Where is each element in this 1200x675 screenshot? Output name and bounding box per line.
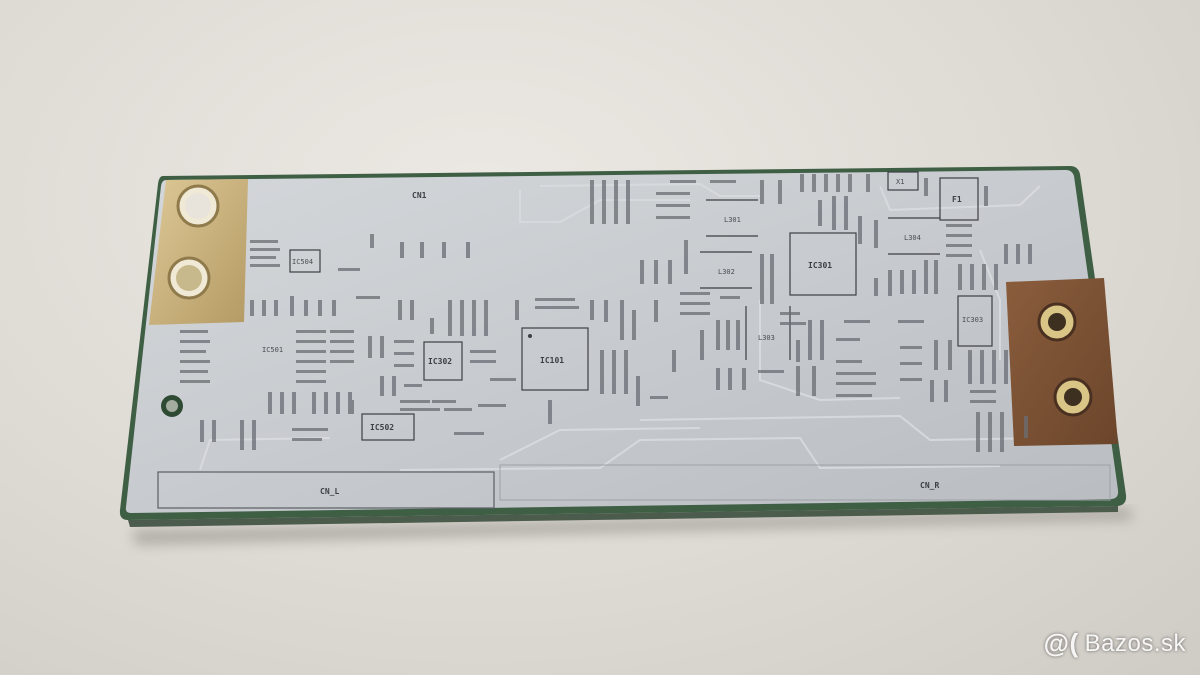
- label-l304: L304: [904, 234, 921, 242]
- board-surface: [125, 170, 1119, 513]
- l301-outline: [706, 199, 758, 237]
- ic504-outline: [289, 249, 321, 273]
- label-cn1: CN1: [412, 191, 427, 200]
- mount-hole-top-inner: [185, 193, 211, 219]
- label-x1: X1: [896, 178, 904, 186]
- label-l302: L302: [718, 268, 735, 276]
- label-ic302: IC302: [428, 357, 452, 366]
- connector-left-outline: [157, 471, 495, 509]
- l302-outline: [700, 251, 752, 289]
- via-hole-left-inner: [166, 400, 178, 412]
- connector-right-outline: [499, 464, 1111, 501]
- bazos-logo-icon: @(: [1043, 628, 1079, 658]
- ic303-outline: [957, 295, 993, 347]
- bazos-watermark: @( Bazos.sk: [1044, 628, 1186, 659]
- label-ic501: IC501: [262, 346, 283, 354]
- bazos-watermark-text: Bazos.sk: [1084, 629, 1186, 657]
- silkscreen-marking-clusters: [180, 174, 1032, 452]
- label-f1: F1: [952, 195, 962, 204]
- label-ic504: IC504: [292, 258, 313, 266]
- ic502-outline: [361, 413, 415, 441]
- ic301-outline: [789, 232, 857, 296]
- label-ic101: IC101: [540, 356, 564, 365]
- copper-hole-top-inner: [1048, 313, 1066, 331]
- label-l303: L303: [758, 334, 775, 342]
- ic302-outline: [423, 341, 463, 381]
- ic101-outline: [521, 327, 589, 391]
- ic101-pin1: [528, 334, 532, 338]
- copper-hole-bottom-inner: [1064, 388, 1082, 406]
- label-cn-r: CN_R: [920, 481, 939, 490]
- label-l301: L301: [724, 216, 741, 224]
- board-thickness: [128, 506, 1118, 527]
- mount-hole-bottom-inner: [176, 265, 202, 291]
- board-shadow: [132, 508, 1132, 545]
- l304-outline: [888, 217, 940, 255]
- label-ic301: IC301: [808, 261, 832, 270]
- label-ic502: IC502: [370, 423, 394, 432]
- crystal-outline: [887, 171, 919, 191]
- label-cn-l: CN_L: [320, 487, 339, 496]
- fuse-outline: [939, 177, 979, 221]
- label-ic303: IC303: [962, 316, 983, 324]
